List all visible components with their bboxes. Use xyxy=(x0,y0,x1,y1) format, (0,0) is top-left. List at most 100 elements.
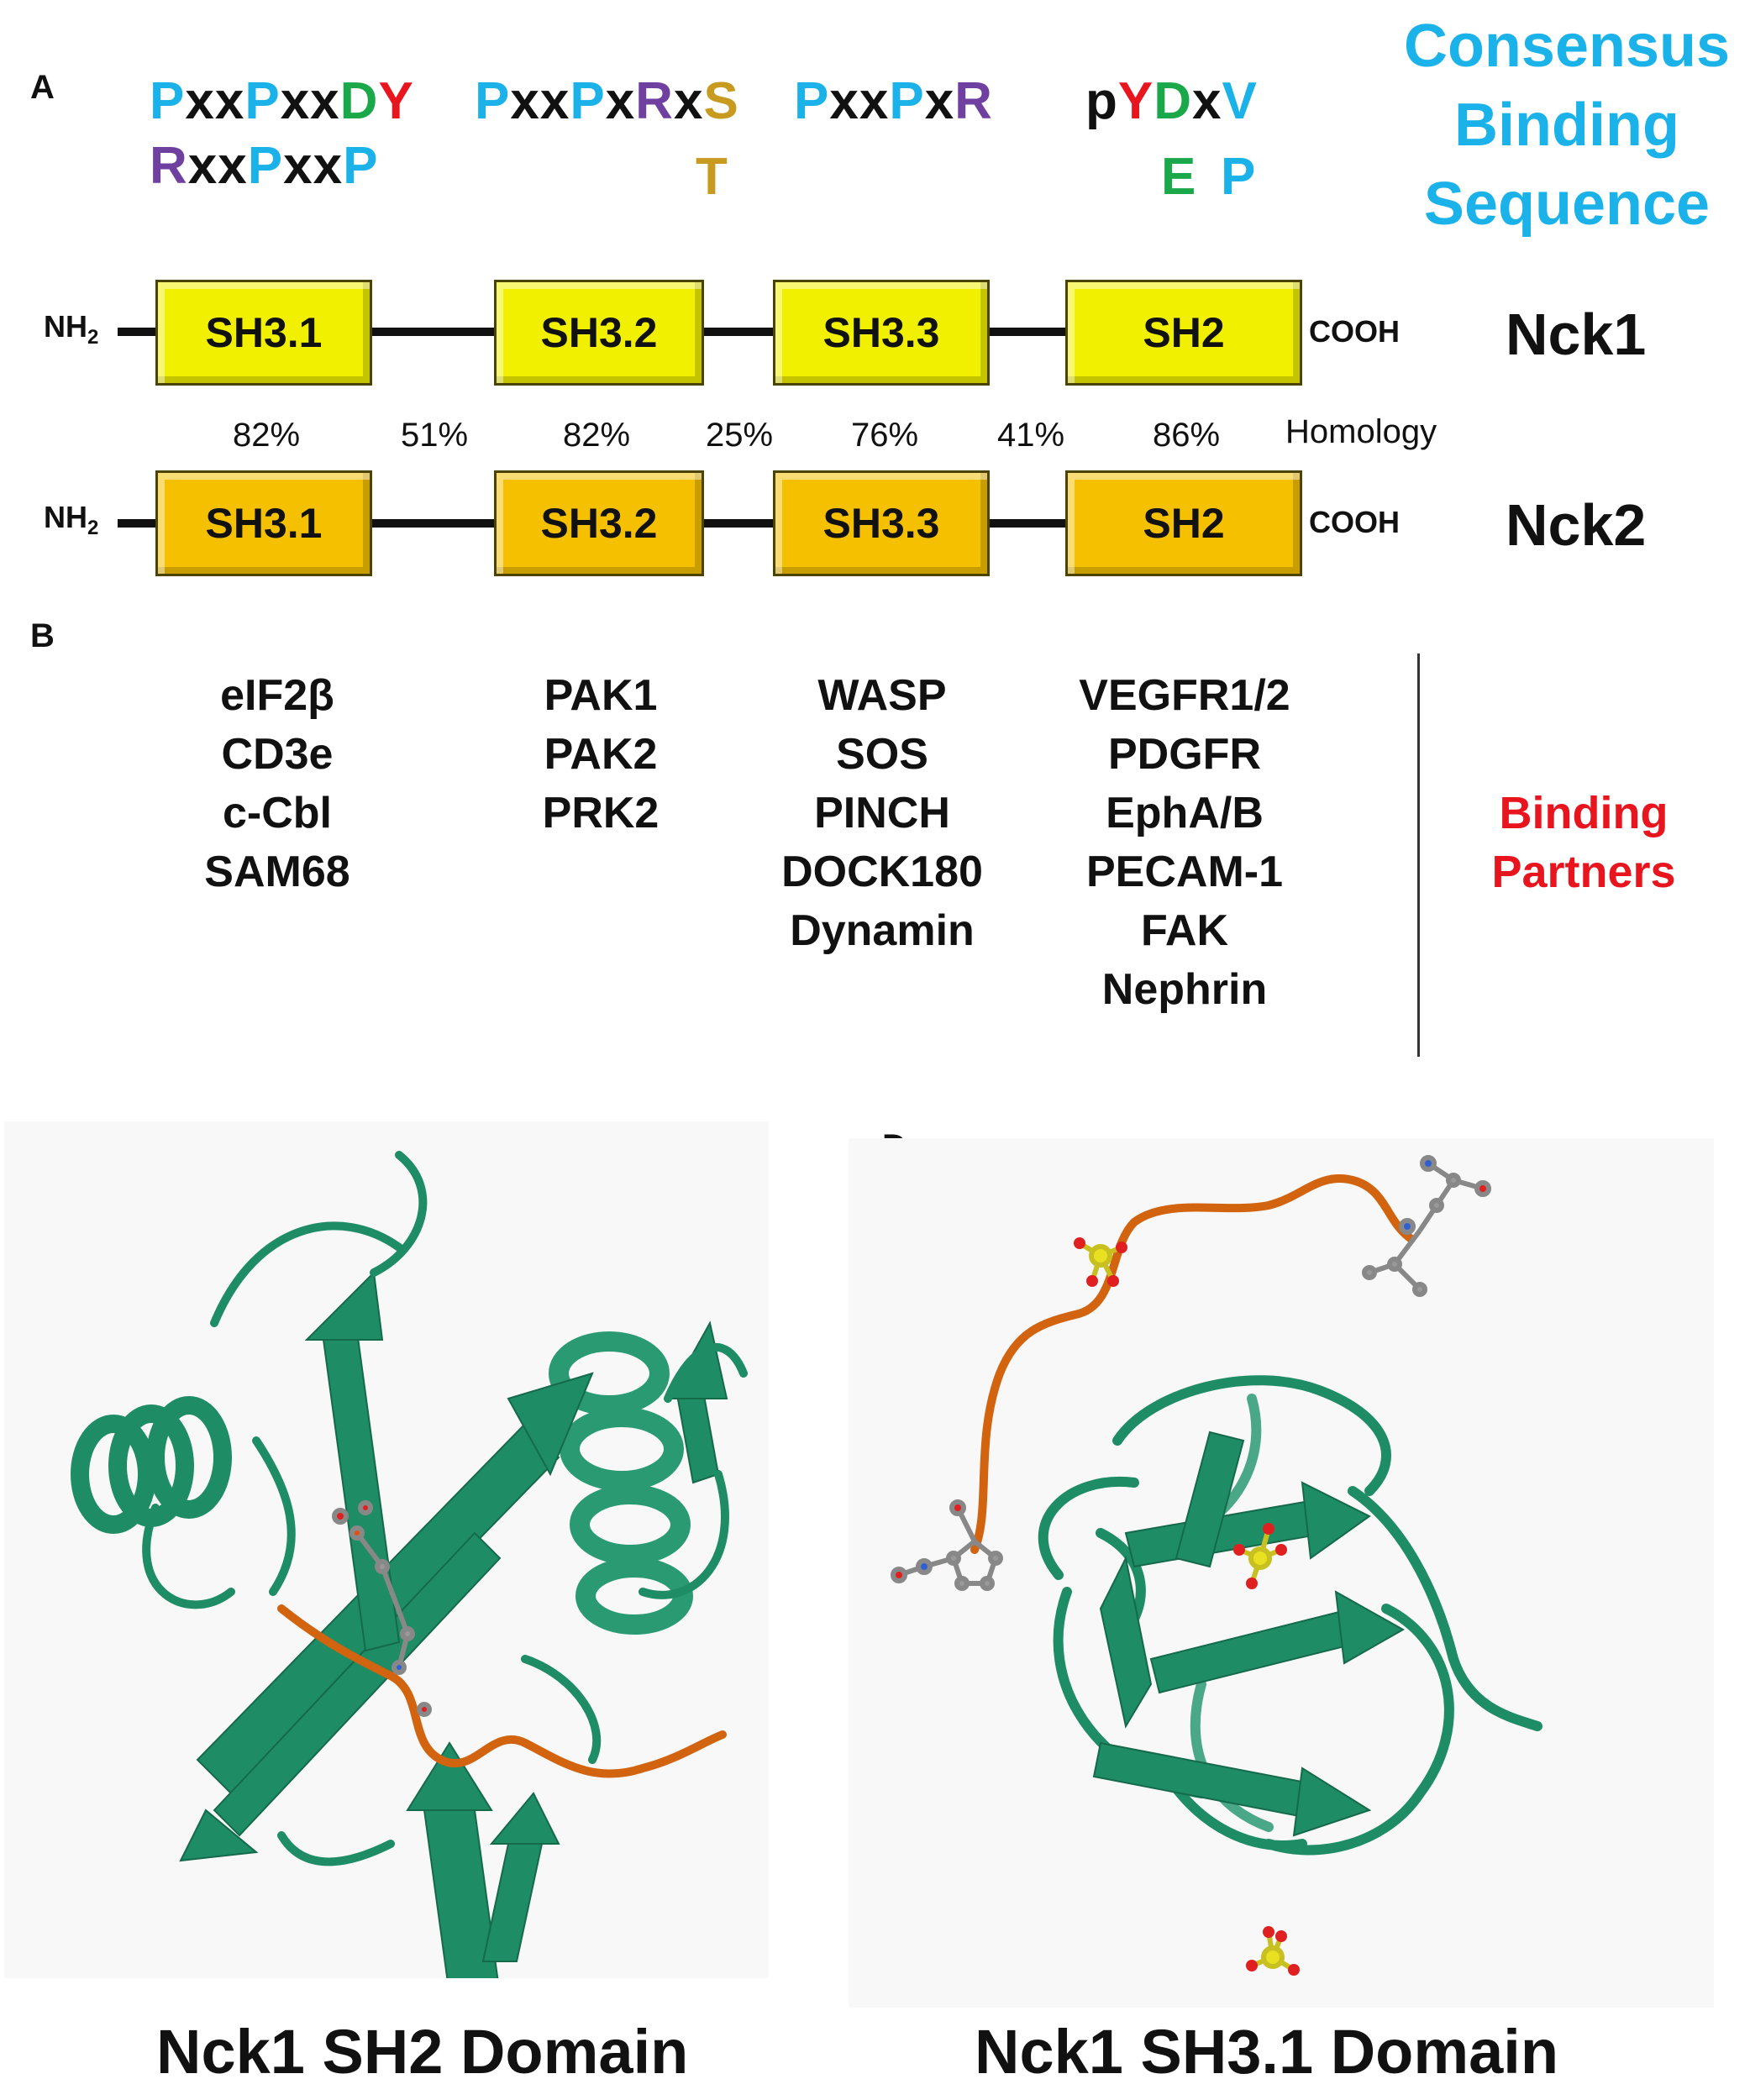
partner-name: PECAM-1 xyxy=(1085,848,1284,896)
motif-residue: P xyxy=(570,72,606,130)
partner-name: CD3e xyxy=(221,730,334,779)
sh3-structure-title: Nck1 SH3.1 Domain xyxy=(975,2017,1559,2087)
homology-value: 51% xyxy=(401,417,469,454)
motif-residue: R xyxy=(954,72,993,130)
homology-value: 41% xyxy=(997,417,1065,454)
motif-residue: P xyxy=(343,137,379,195)
motif-residue: D xyxy=(339,72,379,130)
motif-residue: xx xyxy=(283,137,344,195)
partner-name: FAK xyxy=(1141,906,1228,955)
motif-residue: P xyxy=(889,72,925,130)
divider-line xyxy=(1417,654,1420,1057)
nck2-n-term-sub: 2 xyxy=(87,517,99,540)
consensus-title-line-1: Consensus xyxy=(1403,13,1731,80)
nck1-c-terminus: COOH xyxy=(1309,314,1400,349)
partner-name: eIF2β xyxy=(220,671,334,720)
motif-residue: x xyxy=(1192,72,1222,130)
sh2-structure-title: Nck1 SH2 Domain xyxy=(156,2017,689,2087)
homology-value: 76% xyxy=(851,417,919,454)
motif-sh2-line1: pYDxV xyxy=(1085,71,1258,131)
nck1-label: Nck1 xyxy=(1506,302,1647,367)
panel-b-letter: B xyxy=(30,617,55,654)
nck2-label: Nck2 xyxy=(1506,492,1647,558)
motif-sh3-2-line1: PxxPxRxS xyxy=(475,71,739,131)
homology-label: Homology xyxy=(1285,413,1437,450)
consensus-title-line-3: Sequence xyxy=(1423,171,1711,238)
nck1-domain-sh3-3: SH3.3 xyxy=(773,280,990,386)
motif-sh3-1-line1: PxxPxxDY xyxy=(150,71,414,131)
nck2-domain-sh3-2: SH3.2 xyxy=(494,470,704,576)
sulfate-ion-2 xyxy=(1233,1523,1287,1589)
partner-name: PAK2 xyxy=(544,730,658,779)
sh2-ribbon-render xyxy=(71,1151,748,1996)
motif-sh2-alt-p: P xyxy=(1221,148,1257,206)
sh3-structure-image xyxy=(849,1138,1714,2008)
homology-value: 82% xyxy=(233,417,301,454)
nck1-n-term-sub: 2 xyxy=(87,326,99,349)
binding-partners-label: Binding Partners xyxy=(1458,784,1710,901)
sulfate-ion-3 xyxy=(1246,1926,1300,1976)
motif-residue: P xyxy=(475,72,511,130)
partner-name: PDGFR xyxy=(1108,730,1261,779)
binding-partners-label-line-1: Binding xyxy=(1499,788,1669,838)
motif-residue: x xyxy=(673,72,704,130)
motif-residue: xx xyxy=(187,137,248,195)
nck2-domain-sh3-3: SH3.3 xyxy=(773,470,990,576)
partners-sh3-1: eIF2β CD3e c-Cbl SAM68 xyxy=(168,666,386,901)
partner-name: VEGFR1/2 xyxy=(1079,671,1290,720)
partner-name: PINCH xyxy=(814,789,950,837)
sh2-structure-image xyxy=(4,1121,769,1996)
motif-residue: P xyxy=(150,72,186,130)
nck1-backbone xyxy=(118,328,1302,336)
motif-residue: P xyxy=(247,137,284,195)
motif-residue: R xyxy=(150,137,188,195)
motif-sh3-3-line1: PxxPxR xyxy=(794,71,993,131)
nck2-c-terminus: COOH xyxy=(1309,505,1400,539)
partner-name: SOS xyxy=(836,730,928,779)
motif-residue: Y xyxy=(378,72,414,130)
sh3-ribbon-render xyxy=(891,1155,1542,1976)
nck1-n-terminus: NH2 xyxy=(44,309,98,349)
partner-name: c-Cbl xyxy=(223,789,332,837)
motif-residue: xx xyxy=(510,72,570,130)
motif-residue: R xyxy=(635,72,674,130)
motif-residue: p xyxy=(1085,72,1118,130)
partners-sh3-2: PAK1 PAK2 PRK2 xyxy=(500,666,702,843)
homology-value: 86% xyxy=(1153,417,1221,454)
partner-name: PAK1 xyxy=(544,671,658,720)
binding-partners-label-line-2: Partners xyxy=(1491,847,1676,897)
motif-residue: D xyxy=(1154,72,1193,130)
motif-residue: S xyxy=(703,72,739,130)
nck2-domain-sh3-1: SH3.1 xyxy=(155,470,372,576)
motif-residue: V xyxy=(1222,72,1258,130)
partner-name: WASP xyxy=(817,671,947,720)
motif-residue: x xyxy=(924,72,955,130)
partner-name: DOCK180 xyxy=(781,848,983,896)
partners-sh2: VEGFR1/2 PDGFR EphA/B PECAM-1 FAK Nephri… xyxy=(1054,666,1315,1019)
motif-residue: xx xyxy=(185,72,245,130)
partner-name: Dynamin xyxy=(790,906,975,955)
partner-name: Nephrin xyxy=(1101,965,1268,1014)
partners-sh3-3: WASP SOS PINCH DOCK180 Dynamin xyxy=(756,666,1008,960)
nck2-domain-sh2: SH2 xyxy=(1065,470,1302,576)
consensus-title-line-2: Binding xyxy=(1454,92,1679,159)
nck2-n-term-text: NH xyxy=(44,500,87,534)
homology-value: 82% xyxy=(563,417,631,454)
partner-name: EphA/B xyxy=(1106,789,1264,837)
partner-name: PRK2 xyxy=(542,789,660,837)
nck1-domain-sh2: SH2 xyxy=(1065,280,1302,386)
partner-name: SAM68 xyxy=(204,848,350,896)
motif-residue: P xyxy=(794,72,830,130)
nck2-backbone xyxy=(118,519,1302,528)
nck1-n-term-text: NH xyxy=(44,309,87,344)
motif-residue: xx xyxy=(280,72,340,130)
sulfate-ion-1 xyxy=(1074,1237,1127,1287)
consensus-binding-sequence-title: Consensus Binding Sequence xyxy=(1382,7,1750,244)
motif-residue: x xyxy=(605,72,636,130)
nck1-domain-sh3-1: SH3.1 xyxy=(155,280,372,386)
motif-residue: xx xyxy=(829,72,890,130)
motif-sh2-alt-e: E xyxy=(1161,148,1197,206)
motif-sh3-2-alt: T xyxy=(696,148,728,206)
homology-value: 25% xyxy=(706,417,774,454)
motif-sh3-1-line2: RxxPxxP xyxy=(150,136,378,196)
